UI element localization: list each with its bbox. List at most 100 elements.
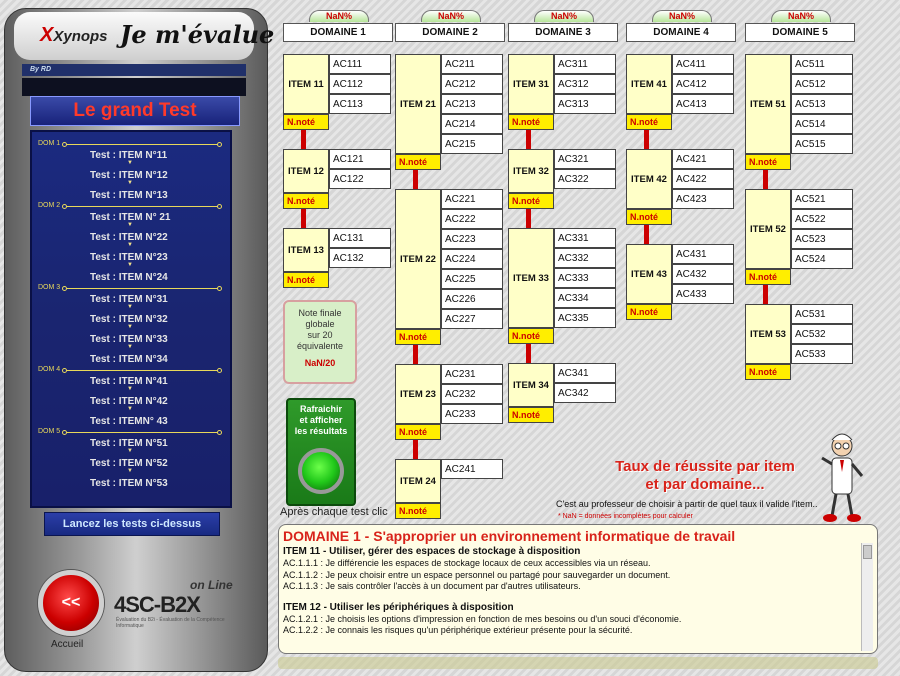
ac-cell[interactable]: AC312 bbox=[554, 74, 616, 94]
ac-cell[interactable]: AC224 bbox=[441, 249, 503, 269]
test-link[interactable]: Test : ITEMN° 43 bbox=[90, 416, 168, 427]
domain-header[interactable]: DOMAINE 1 bbox=[283, 23, 393, 42]
ac-cell[interactable]: AC241 bbox=[441, 459, 503, 479]
ac-cell[interactable]: AC122 bbox=[329, 169, 391, 189]
description-scrollbar[interactable] bbox=[861, 543, 873, 651]
test-link[interactable]: Test : ITEM N°42 bbox=[90, 396, 168, 407]
ac-cell[interactable]: AC341 bbox=[554, 363, 616, 383]
description-panel[interactable]: DOMAINE 1 - S'approprier un environnemen… bbox=[278, 524, 878, 654]
test-link[interactable]: Test : ITEM N°53 bbox=[90, 478, 168, 489]
test-link[interactable]: Test : ITEM N°34 bbox=[90, 354, 168, 365]
item-box[interactable]: ITEM 43 bbox=[626, 244, 672, 304]
item-box[interactable]: ITEM 21 bbox=[395, 54, 441, 154]
ac-cell[interactable]: AC225 bbox=[441, 269, 503, 289]
ac-cell[interactable]: AC213 bbox=[441, 94, 503, 114]
ac-cell[interactable]: AC214 bbox=[441, 114, 503, 134]
domain-header[interactable]: DOMAINE 4 bbox=[626, 23, 736, 42]
ac-cell[interactable]: AC313 bbox=[554, 94, 616, 114]
item-box[interactable]: ITEM 53 bbox=[745, 304, 791, 364]
item-box[interactable]: ITEM 12 bbox=[283, 149, 329, 193]
test-link[interactable]: Test : ITEM N°24 bbox=[90, 272, 168, 283]
ac-cell[interactable]: AC222 bbox=[441, 209, 503, 229]
ac-cell[interactable]: AC421 bbox=[672, 149, 734, 169]
ac-cell[interactable]: AC514 bbox=[791, 114, 853, 134]
ac-cell[interactable]: AC223 bbox=[441, 229, 503, 249]
ac-cell[interactable]: AC431 bbox=[672, 244, 734, 264]
ac-cell[interactable]: AC233 bbox=[441, 404, 503, 424]
ac-cell[interactable]: AC322 bbox=[554, 169, 616, 189]
ac-cell[interactable]: AC342 bbox=[554, 383, 616, 403]
ac-cell[interactable]: AC112 bbox=[329, 74, 391, 94]
ac-cell[interactable]: AC432 bbox=[672, 264, 734, 284]
ac-cell[interactable]: AC331 bbox=[554, 228, 616, 248]
ac-cell[interactable]: AC215 bbox=[441, 134, 503, 154]
ac-cell[interactable]: AC221 bbox=[441, 189, 503, 209]
ac-cell[interactable]: AC532 bbox=[791, 324, 853, 344]
test-link[interactable]: Test : ITEM N°33 bbox=[90, 334, 168, 345]
scrollbar-thumb[interactable] bbox=[863, 545, 872, 559]
item-box[interactable]: ITEM 32 bbox=[508, 149, 554, 193]
domain-header[interactable]: DOMAINE 3 bbox=[508, 23, 618, 42]
test-link[interactable]: Test : ITEM N°11 bbox=[90, 150, 168, 161]
ac-cell[interactable]: AC524 bbox=[791, 249, 853, 269]
home-button[interactable]: << bbox=[38, 570, 104, 636]
test-link[interactable]: Test : ITEM N°32 bbox=[90, 314, 168, 325]
test-link[interactable]: Test : ITEM N°12 bbox=[90, 170, 168, 181]
ac-cell[interactable]: AC131 bbox=[329, 228, 391, 248]
ac-cell[interactable]: AC335 bbox=[554, 308, 616, 328]
ac-cell[interactable]: AC211 bbox=[441, 54, 503, 74]
ac-cell[interactable]: AC227 bbox=[441, 309, 503, 329]
ac-cell[interactable]: AC412 bbox=[672, 74, 734, 94]
item-box[interactable]: ITEM 24 bbox=[395, 459, 441, 503]
ac-cell[interactable]: AC132 bbox=[329, 248, 391, 268]
ac-cell[interactable]: AC422 bbox=[672, 169, 734, 189]
ac-cell[interactable]: AC411 bbox=[672, 54, 734, 74]
ac-cell[interactable]: AC513 bbox=[791, 94, 853, 114]
ac-cell[interactable]: AC433 bbox=[672, 284, 734, 304]
ac-cell[interactable]: AC321 bbox=[554, 149, 616, 169]
ac-cell[interactable]: AC533 bbox=[791, 344, 853, 364]
item-box[interactable]: ITEM 52 bbox=[745, 189, 791, 269]
ac-cell[interactable]: AC523 bbox=[791, 229, 853, 249]
test-link[interactable]: Test : ITEM N°22 bbox=[90, 232, 168, 243]
ac-cell[interactable]: AC121 bbox=[329, 149, 391, 169]
ac-cell[interactable]: AC512 bbox=[791, 74, 853, 94]
ac-cell[interactable]: AC226 bbox=[441, 289, 503, 309]
green-refresh-icon[interactable] bbox=[298, 448, 344, 494]
domain-header[interactable]: DOMAINE 5 bbox=[745, 23, 855, 42]
item-box[interactable]: ITEM 42 bbox=[626, 149, 672, 209]
ac-cell[interactable]: AC232 bbox=[441, 384, 503, 404]
ac-cell[interactable]: AC311 bbox=[554, 54, 616, 74]
ac-cell[interactable]: AC333 bbox=[554, 268, 616, 288]
test-link[interactable]: Test : ITEM N°51 bbox=[90, 438, 168, 449]
item-box[interactable]: ITEM 11 bbox=[283, 54, 329, 114]
ac-cell[interactable]: AC511 bbox=[791, 54, 853, 74]
test-link[interactable]: Test : ITEM N° 21 bbox=[90, 212, 171, 223]
test-link[interactable]: Test : ITEM N°13 bbox=[90, 190, 168, 201]
item-box[interactable]: ITEM 23 bbox=[395, 364, 441, 424]
item-box[interactable]: ITEM 51 bbox=[745, 54, 791, 154]
ac-cell[interactable]: AC515 bbox=[791, 134, 853, 154]
ac-cell[interactable]: AC332 bbox=[554, 248, 616, 268]
test-link[interactable]: Test : ITEM N°41 bbox=[90, 376, 168, 387]
item-box[interactable]: ITEM 22 bbox=[395, 189, 441, 329]
ac-cell[interactable]: AC334 bbox=[554, 288, 616, 308]
refresh-results-button[interactable]: Rafraichir et afficher les résultats bbox=[286, 398, 356, 506]
item-box[interactable]: ITEM 33 bbox=[508, 228, 554, 328]
ac-cell[interactable]: AC521 bbox=[791, 189, 853, 209]
ac-cell[interactable]: AC113 bbox=[329, 94, 391, 114]
test-link[interactable]: Test : ITEM N°52 bbox=[90, 458, 168, 469]
ac-cell[interactable]: AC212 bbox=[441, 74, 503, 94]
item-box[interactable]: ITEM 31 bbox=[508, 54, 554, 114]
ac-cell[interactable]: AC531 bbox=[791, 304, 853, 324]
item-box[interactable]: ITEM 34 bbox=[508, 363, 554, 407]
test-link[interactable]: Test : ITEM N°23 bbox=[90, 252, 168, 263]
ac-cell[interactable]: AC231 bbox=[441, 364, 503, 384]
test-link[interactable]: Test : ITEM N°31 bbox=[90, 294, 168, 305]
ac-cell[interactable]: AC423 bbox=[672, 189, 734, 209]
item-box[interactable]: ITEM 41 bbox=[626, 54, 672, 114]
ac-cell[interactable]: AC111 bbox=[329, 54, 391, 74]
domain-header[interactable]: DOMAINE 2 bbox=[395, 23, 505, 42]
item-box[interactable]: ITEM 13 bbox=[283, 228, 329, 272]
ac-cell[interactable]: AC413 bbox=[672, 94, 734, 114]
